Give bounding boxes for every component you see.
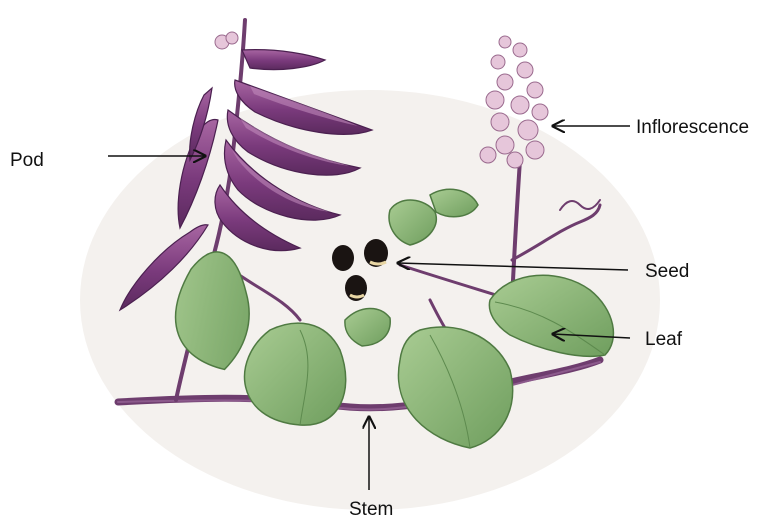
seed-label: Seed [645, 262, 689, 281]
inflorescence-label: Inflorescence [636, 118, 749, 137]
pod-label: Pod [10, 151, 44, 170]
stem-label: Stem [349, 500, 393, 519]
leaf-label: Leaf [645, 330, 682, 349]
